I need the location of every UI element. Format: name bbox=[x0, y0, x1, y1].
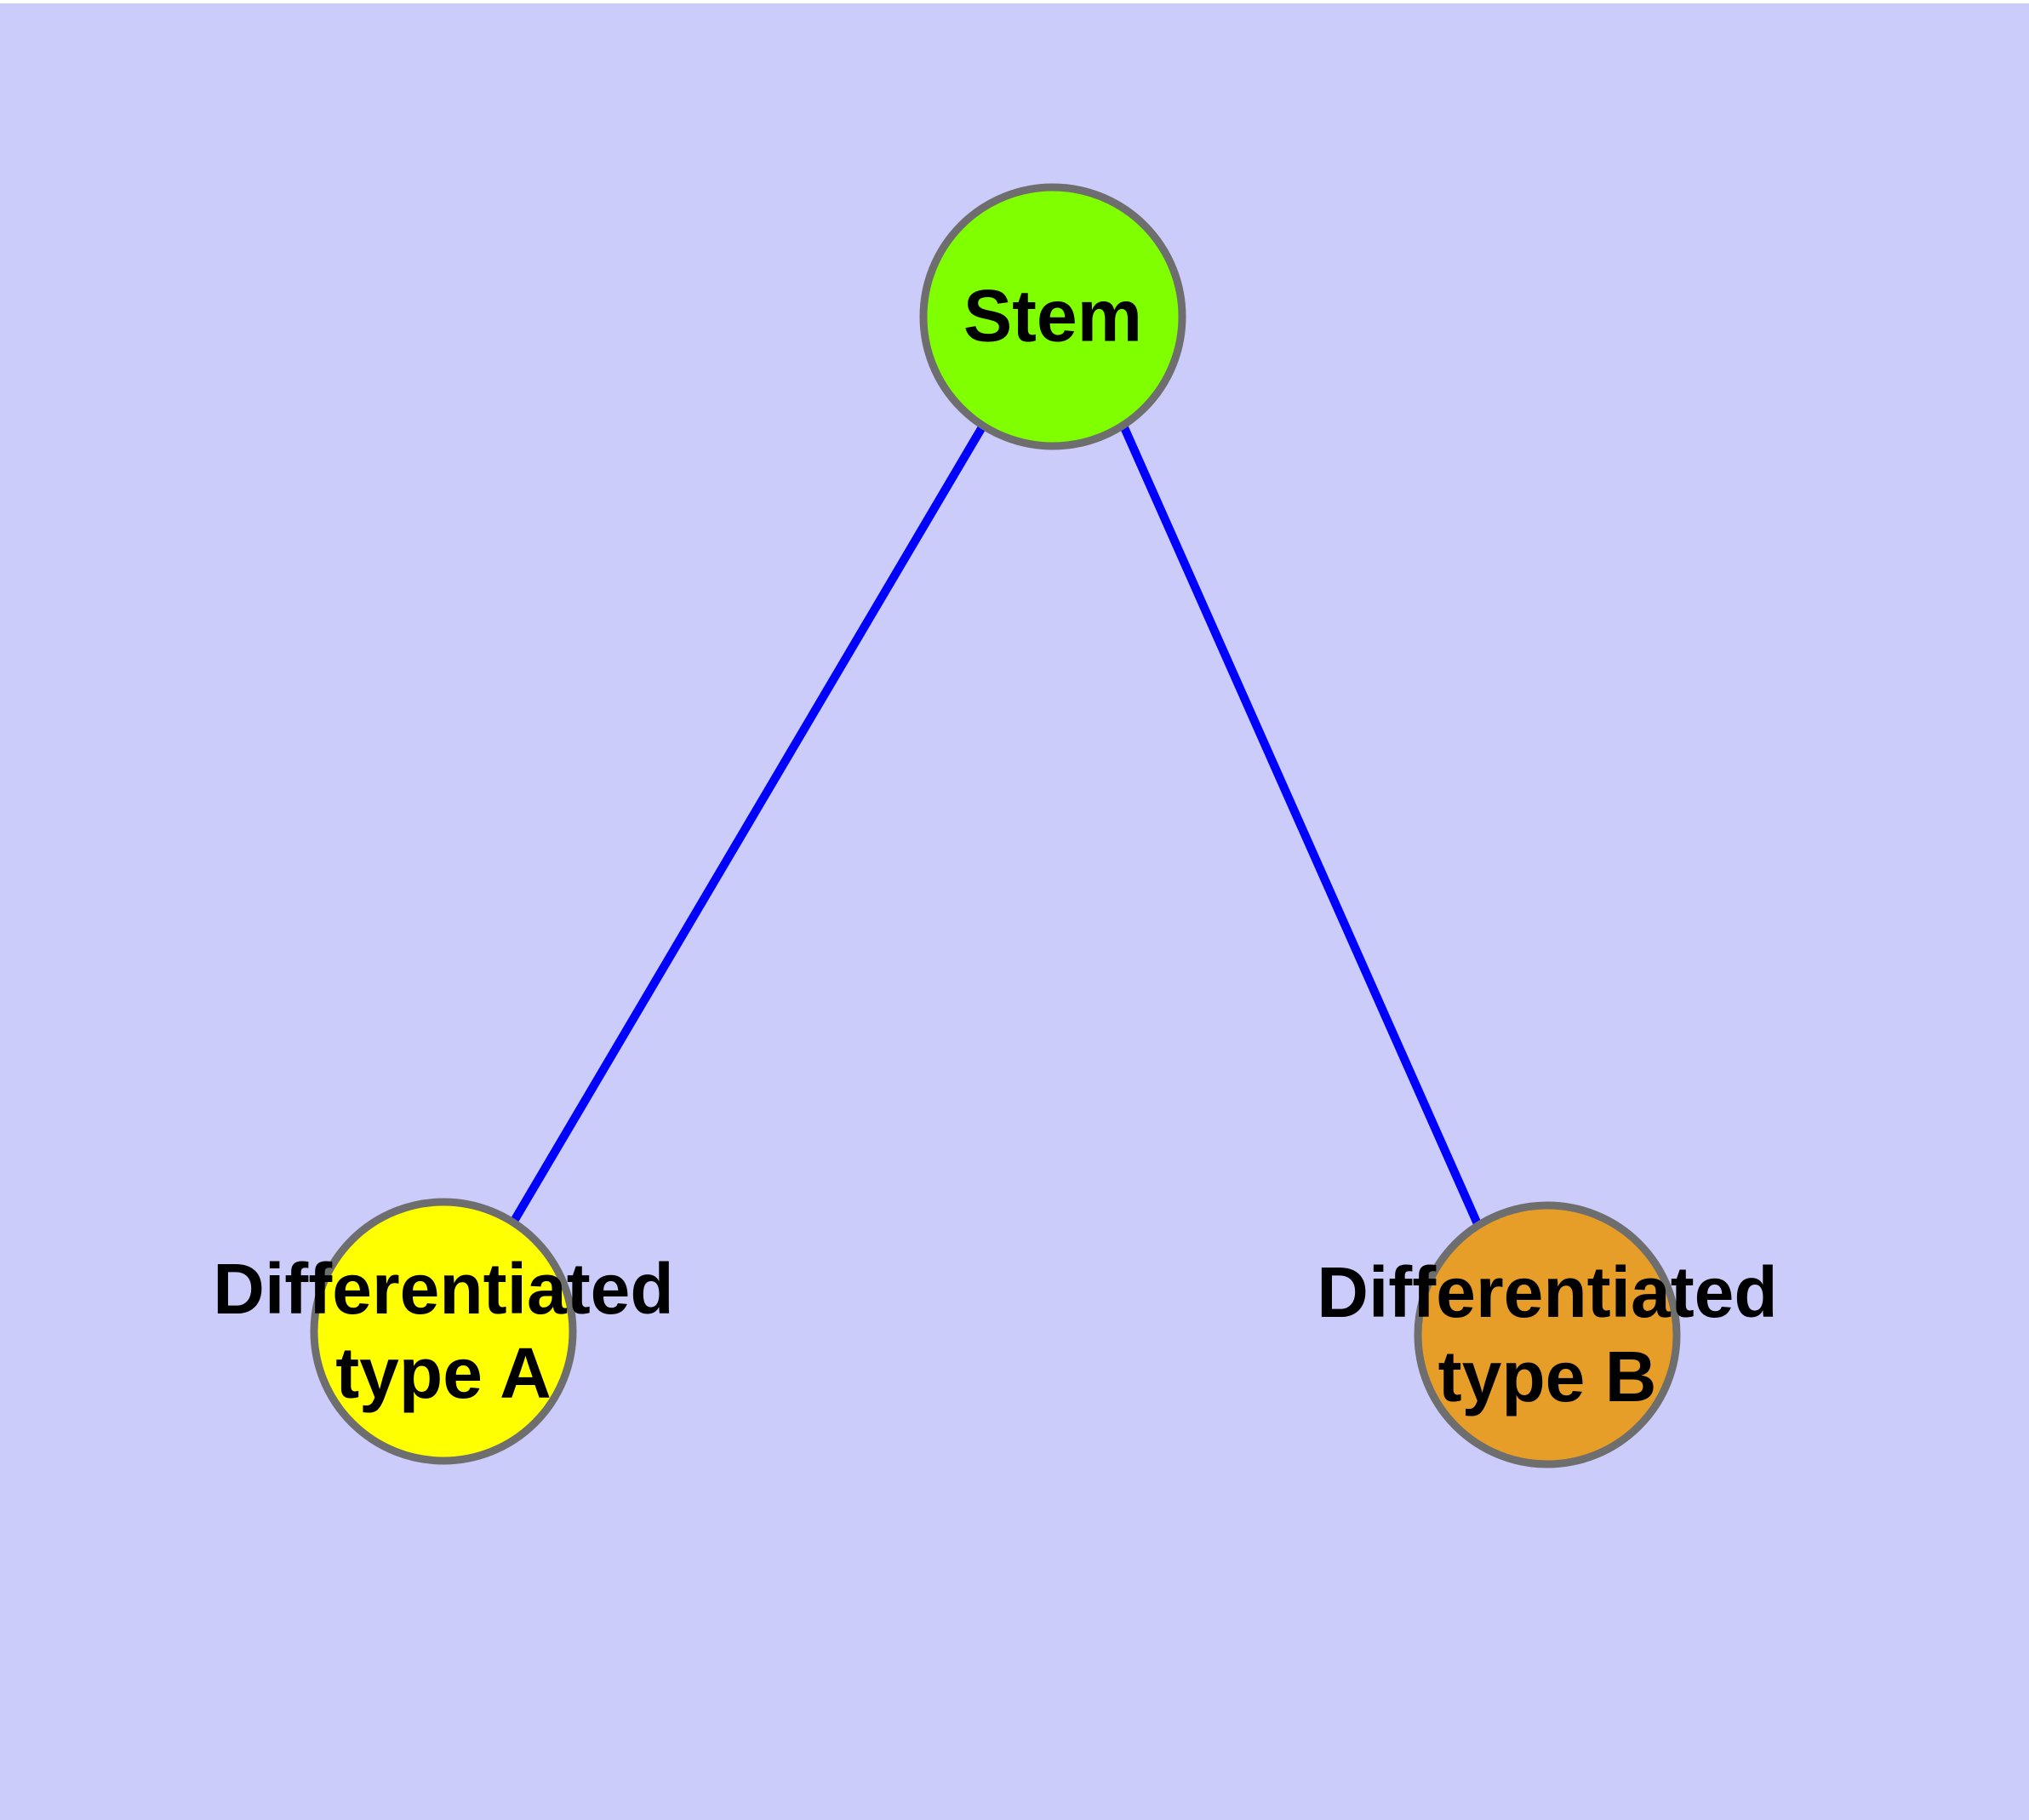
edge-group bbox=[509, 423, 1483, 1228]
node-differentiated-type-a[interactable] bbox=[310, 1198, 577, 1465]
node-stem[interactable] bbox=[919, 183, 1186, 450]
edge-stem-to-differentiated-b[interactable] bbox=[1119, 423, 1483, 1228]
edge-stem-to-differentiated-a[interactable] bbox=[509, 423, 987, 1225]
node-group bbox=[310, 183, 1681, 1468]
node-differentiated-type-b[interactable] bbox=[1414, 1201, 1681, 1468]
